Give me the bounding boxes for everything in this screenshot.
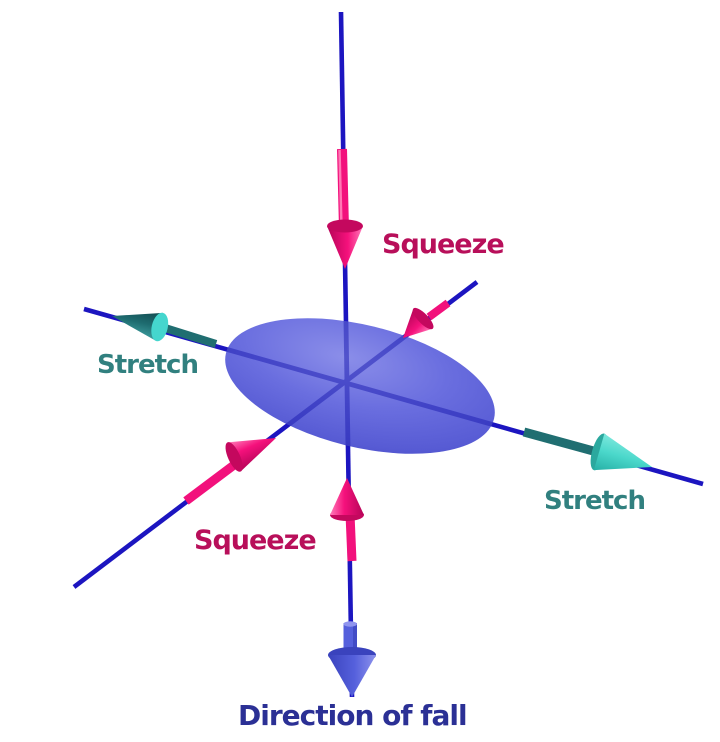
squeeze-arrow-bottom (330, 478, 364, 562)
squeeze-label-lower-left: Squeeze (194, 525, 317, 556)
stretch-label-left: Stretch (97, 350, 199, 380)
squeeze-label-top: Squeeze (382, 229, 505, 260)
squeeze-arrow-top (327, 148, 363, 269)
squeeze-arrow-lower-left (183, 438, 276, 505)
direction-of-fall-label: Direction of fall (238, 699, 468, 732)
fall-arrow (328, 621, 376, 697)
stretch-arrow-right (522, 427, 652, 471)
stretch-arrow-left (112, 312, 218, 348)
stretch-label-right: Stretch (544, 486, 646, 516)
squeeze-arrow-upper-right (403, 299, 451, 338)
